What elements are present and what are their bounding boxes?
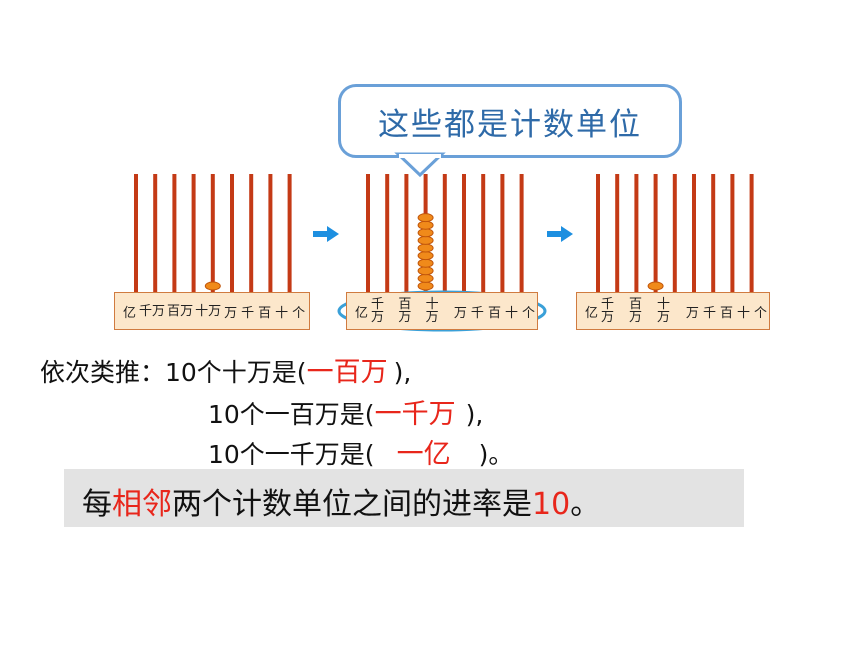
label-unit: 十 (736, 305, 750, 321)
label-stacked: 百万 (628, 297, 642, 325)
label-unit: 千 (241, 305, 255, 321)
line-3-suffix: )。 (478, 440, 514, 469)
abacus-bead (417, 273, 434, 283)
summary-highlight-ten: 10 (532, 487, 571, 522)
label-unit: 百 (719, 305, 733, 321)
arrow-right-icon (547, 226, 573, 242)
abacus-rod (210, 174, 215, 292)
abacus-rod (287, 174, 292, 292)
line-2: 10个一百万是(一千万), (208, 392, 483, 431)
abacus-rod (672, 174, 677, 292)
label-unit: 个 (292, 305, 306, 321)
label-unit: 千 (702, 305, 716, 321)
line-1: 依次类推：10个十万是(一百万), (40, 350, 411, 389)
line-2-suffix: ), (465, 400, 484, 429)
label-unit: 百 (258, 305, 272, 321)
label-stacked: 百万 (398, 297, 412, 325)
abacus-rod (692, 174, 696, 292)
summary-highlight-adjacent: 相邻 (112, 487, 172, 522)
abacus-rod (711, 174, 716, 292)
label-unit: 万 (224, 305, 238, 321)
line-3-prefix: 10个一千万是( (208, 440, 375, 469)
line-1-suffix: ), (393, 358, 412, 387)
panel-3-rods (596, 174, 754, 292)
abacus-rod (730, 174, 735, 292)
abacus-bead (417, 251, 434, 261)
label-yi: 亿 (355, 305, 369, 321)
abacus-bead (417, 266, 434, 276)
label-unit: 百 (487, 305, 501, 321)
label-stacked: 千万 (601, 297, 615, 325)
abacus-bead (417, 281, 434, 291)
speech-bubble: 这些都是计数单位 (338, 84, 682, 158)
panel-1-rods (134, 174, 292, 292)
abacus-rod (500, 174, 505, 292)
arrow-right-icon (313, 226, 339, 242)
label-yi: 亿 (585, 305, 599, 321)
line-3: 10个一千万是( 一亿 )。 (208, 432, 513, 471)
abacus-diagram (134, 152, 754, 332)
line-1-prefix: 依次类推：10个十万是( (40, 358, 307, 387)
abacus-bead (417, 213, 434, 223)
summary-part-5: 。 (570, 487, 601, 522)
abacus-bead (417, 220, 434, 230)
abacus-rod (191, 174, 196, 292)
line-3-answer: 一亿 (396, 439, 451, 470)
abacus-bead (647, 281, 664, 291)
label-unit: 个 (753, 305, 767, 321)
abacus-bead (417, 258, 434, 268)
line-2-prefix: 10个一百万是( (208, 400, 375, 429)
label-unit: 万 (685, 305, 699, 321)
panel-2-rods (366, 174, 524, 292)
abacus-rod (519, 174, 524, 292)
abacus-rod (153, 174, 158, 292)
line-1-answer: 一百万 (306, 357, 388, 388)
label-yi: 亿 (123, 305, 137, 321)
abacus-bead (417, 243, 434, 253)
label-strip-3: 亿千万百万十万万千百十个 (576, 292, 770, 330)
abacus-bead (204, 281, 221, 291)
abacus-rod (268, 174, 273, 292)
summary-part-3: 两个计数单位之间的进率是 (172, 487, 532, 522)
label-unit: 十 (504, 305, 518, 321)
label-unit: 千 (470, 305, 484, 321)
abacus-rod (172, 174, 177, 292)
line-2-answer: 一千万 (374, 399, 456, 430)
label-stacked: 千万 (139, 303, 166, 319)
abacus-rod (749, 174, 754, 292)
abacus-rod (462, 174, 466, 292)
label-strip-1: 亿千万百万十万万千百十个 (114, 292, 310, 330)
label-unit: 十 (275, 305, 289, 321)
label-unit: 个 (521, 305, 535, 321)
summary-text: 每相邻两个计数单位之间的进率是10。 (82, 479, 600, 523)
abacus-rod (404, 174, 409, 292)
label-stacked: 百万 (167, 303, 194, 319)
abacus-bead (417, 235, 434, 245)
abacus-rod (230, 174, 234, 292)
abacus-rod (481, 174, 486, 292)
label-stacked: 十万 (656, 297, 670, 325)
abacus-bead (417, 228, 434, 238)
abacus-rod (366, 174, 370, 292)
label-strip-2: 亿千万百万十万万千百十个 (346, 292, 538, 330)
label-stacked: 千万 (371, 297, 385, 325)
summary-part-1: 每 (82, 487, 112, 522)
abacus-rod (653, 174, 658, 292)
abacus-rod (634, 174, 639, 292)
abacus-rod (442, 174, 447, 292)
label-stacked: 十万 (425, 297, 439, 325)
bubble-text: 这些都是计数单位 (378, 107, 642, 143)
label-stacked: 十万 (195, 303, 222, 319)
abacus-rod (385, 174, 390, 292)
label-unit: 万 (453, 305, 467, 321)
summary-box: 每相邻两个计数单位之间的进率是10。 (64, 469, 744, 527)
abacus-rod (596, 174, 600, 292)
abacus-rod (249, 174, 254, 292)
abacus-rod (134, 174, 138, 292)
abacus-rod (615, 174, 620, 292)
